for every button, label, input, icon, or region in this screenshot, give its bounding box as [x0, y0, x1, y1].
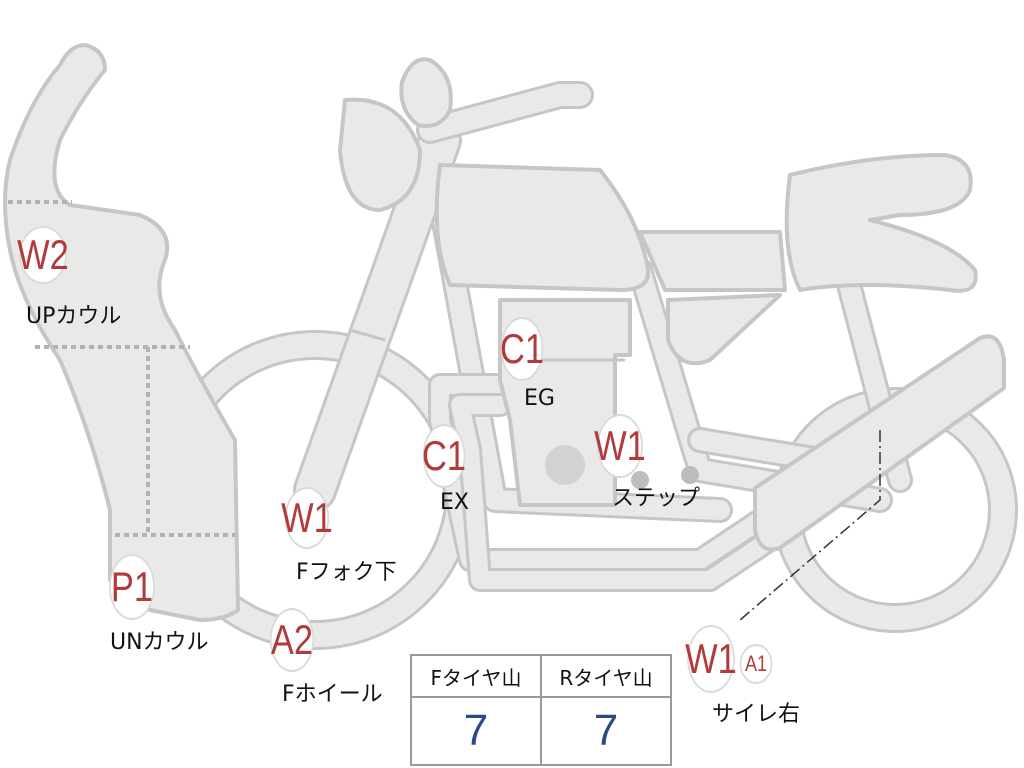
- part-label-muffler: サイレ右: [712, 702, 801, 727]
- part-label-upcowl: UPカウル: [26, 304, 122, 329]
- code-badge-muffler: W1: [685, 625, 737, 693]
- part-label-undercowl: UNカウル: [110, 630, 209, 655]
- part-label-engine: EG: [524, 386, 555, 411]
- tire-tread-table: Fタイヤ山 Rタイヤ山 7 7: [410, 654, 672, 766]
- part-label-step: ステップ: [612, 486, 701, 511]
- rear-cowl: [784, 153, 978, 293]
- front-tire-value: 7: [410, 696, 542, 766]
- fairing: [3, 43, 240, 622]
- fuel-tank: [434, 163, 651, 292]
- code-badge-step: W1: [594, 414, 646, 478]
- mirror: [399, 57, 453, 128]
- step-peg: [631, 471, 649, 489]
- exhaust-pipes: [428, 373, 782, 592]
- muffler-leader-line: [739, 430, 881, 621]
- step-peg: [681, 466, 699, 484]
- seat: [638, 230, 787, 292]
- code-badge-upcowl: W2: [17, 226, 69, 284]
- headlight: [338, 97, 422, 212]
- part-label-ffork: Fフォク下: [296, 560, 397, 585]
- code-badge-fwheel: A2: [269, 608, 315, 672]
- code-badge-undercowl: P1: [109, 554, 155, 620]
- muffler: [753, 334, 1006, 552]
- code-badge-muffler-secondary: A1: [739, 644, 773, 684]
- code-badge-ffork: W1: [281, 487, 333, 549]
- part-label-fwheel: Fホイール: [282, 682, 383, 707]
- front-tire-header: Fタイヤ山: [410, 654, 542, 698]
- rear-tire-header: Rタイヤ山: [540, 654, 672, 698]
- code-badge-exhaust: C1: [422, 424, 466, 488]
- code-badge-engine: C1: [500, 317, 544, 381]
- front-fork: [293, 118, 462, 512]
- rear-tire-value: 7: [540, 696, 672, 766]
- side-cover: [666, 293, 782, 366]
- part-label-exhaust: EX: [440, 490, 469, 515]
